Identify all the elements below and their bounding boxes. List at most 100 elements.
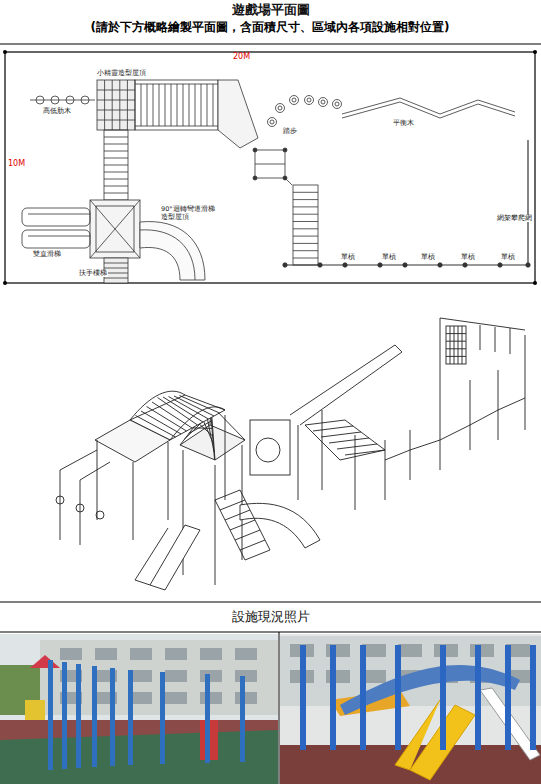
drawing-stroke <box>51 96 59 104</box>
drawing-stroke <box>335 102 339 106</box>
drawing-stroke <box>293 228 318 229</box>
drawing-stroke <box>285 178 292 185</box>
drawing-stroke <box>5 52 535 283</box>
photo-left <box>0 634 278 784</box>
drawing-stroke <box>97 90 135 91</box>
drawing-stroke <box>177 84 178 126</box>
drawing-stroke <box>104 172 128 173</box>
drawing-stroke <box>475 645 481 750</box>
drawing-stroke <box>360 645 366 750</box>
drawing-stroke <box>104 130 128 200</box>
drawing-stroke <box>171 84 172 126</box>
drawing-stroke <box>130 692 152 704</box>
drawing-stroke <box>130 648 152 660</box>
drawing-stroke <box>293 236 318 237</box>
part-label: 造型屋頂 <box>160 214 190 221</box>
part-label: 小精靈造型屋頂 <box>96 70 147 77</box>
drawing-stroke <box>298 425 299 500</box>
drawing-stroke <box>22 230 90 248</box>
drawing-stroke <box>395 700 475 780</box>
drawing-stroke <box>255 164 285 165</box>
part-label: 單槓 <box>381 254 397 261</box>
drawing-stroke <box>270 120 274 124</box>
drawing-stroke <box>253 148 257 152</box>
drawing-stroke <box>3 50 7 54</box>
drawing-stroke <box>253 176 257 180</box>
drawing-stroke <box>463 263 467 267</box>
drawing-stroke <box>313 426 385 455</box>
drawing-stroke <box>240 676 245 762</box>
dimension-label: 10M <box>7 160 26 169</box>
drawing-stroke <box>321 100 325 104</box>
drawing-stroke <box>80 462 110 480</box>
drawing-stroke <box>104 165 128 166</box>
part-label: 雙直滑梯 <box>32 251 62 258</box>
drawing-stroke <box>60 470 61 540</box>
drawing-stroke <box>141 84 142 126</box>
drawing-stroke <box>200 692 222 704</box>
drawing-stroke <box>230 520 255 530</box>
drawing-stroke <box>97 120 135 121</box>
drawing-stroke <box>454 326 455 364</box>
drawing-stroke <box>283 148 287 152</box>
drawing-stroke <box>62 662 67 769</box>
part-label: 踏步 <box>282 128 298 135</box>
drawing-stroke <box>305 96 314 105</box>
drawing-stroke <box>345 450 385 455</box>
section-header-band: 設施現況照片 <box>0 603 541 631</box>
drawing-stroke <box>119 80 120 130</box>
drawing-stroke <box>293 192 318 258</box>
drawing-stroke <box>97 440 98 520</box>
drawing-stroke <box>48 660 245 770</box>
drawing-stroke <box>440 318 525 330</box>
drawing-stroke <box>305 420 385 460</box>
drawing-stroke <box>165 648 187 660</box>
drawing-stroke <box>337 444 377 449</box>
drawing-stroke <box>66 96 74 104</box>
drawing-stroke <box>104 80 105 130</box>
drawing-stroke <box>104 193 128 194</box>
drawing-stroke <box>81 96 89 104</box>
drawing-stroke <box>498 263 502 267</box>
drawing-stroke <box>527 140 528 265</box>
drawing-stroke <box>385 398 525 460</box>
drawing-stroke <box>104 278 128 279</box>
drawing-stroke <box>525 335 526 430</box>
drawing-stroke <box>293 199 318 200</box>
drawing-stroke <box>0 720 278 784</box>
drawing-stroke <box>147 84 148 126</box>
part-label: 90°迴轉彎道滑梯 <box>160 206 216 213</box>
drawing-stroke <box>410 430 411 480</box>
drawing-stroke <box>278 106 282 110</box>
drawing-stroke <box>153 84 154 126</box>
drawing-stroke <box>283 263 287 267</box>
drawing-stroke <box>95 648 117 660</box>
drawing-stroke <box>235 648 257 660</box>
drawing-stroke <box>200 670 222 682</box>
form-lines <box>0 44 541 784</box>
drawing-stroke <box>342 102 515 118</box>
drawing-stroke <box>505 645 511 750</box>
drawing-stroke <box>28 214 90 215</box>
drawing-stroke <box>0 634 278 784</box>
drawing-stroke <box>205 674 210 763</box>
drawing-stroke <box>218 80 258 148</box>
drawing-stroke <box>135 525 200 590</box>
part-label: 平衡木 <box>392 120 415 127</box>
drawing-stroke <box>97 80 135 130</box>
drawing-stroke <box>0 44 541 45</box>
drawing-stroke <box>3 281 7 285</box>
drawing-stroke <box>446 326 466 364</box>
drawing-stroke <box>355 435 356 510</box>
drawing-stroke <box>378 263 382 267</box>
part-label: 單槓 <box>420 254 436 261</box>
drawing-stroke <box>329 438 369 443</box>
drawing-stroke <box>97 110 135 111</box>
isometric-view <box>56 318 525 590</box>
drawing-stroke <box>104 137 128 193</box>
part-label: 單槓 <box>500 254 516 261</box>
drawing-stroke <box>268 118 277 127</box>
part-label: 單槓 <box>340 254 356 261</box>
drawing-stroke <box>147 407 187 432</box>
